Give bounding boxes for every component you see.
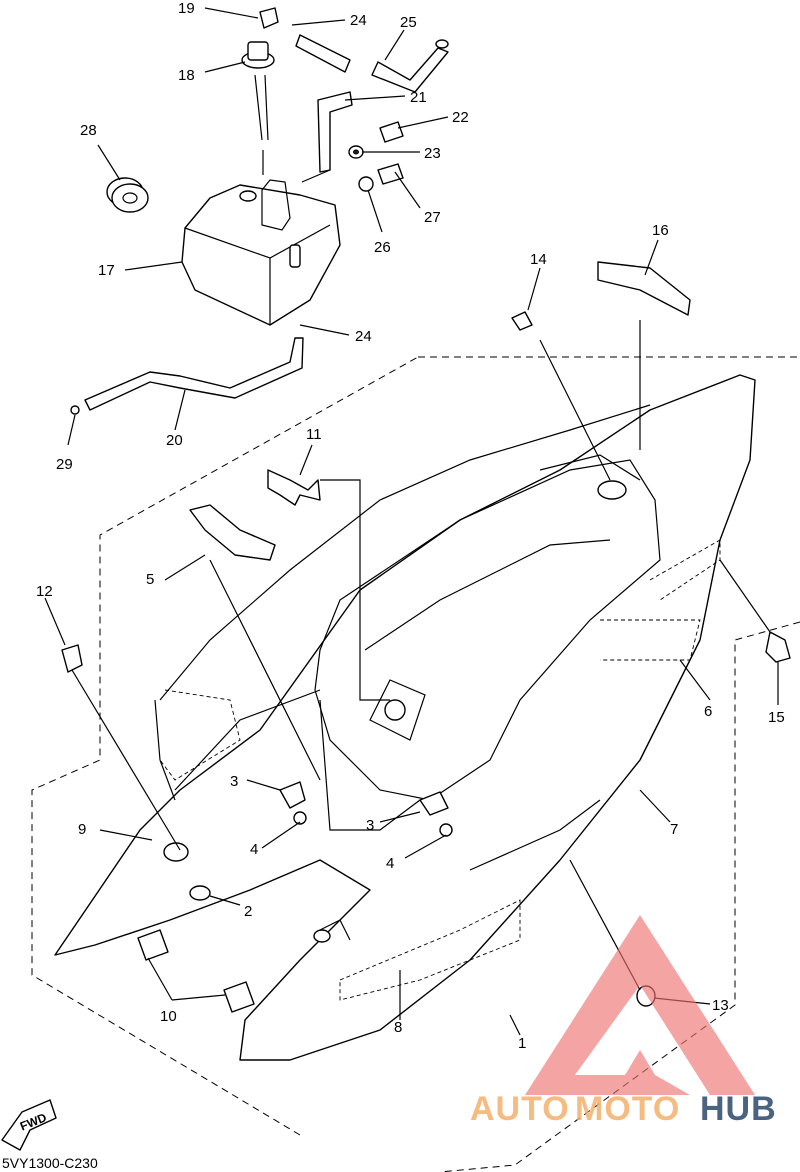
callout-label: 24: [350, 12, 367, 29]
callout-label: 20: [166, 432, 183, 449]
callout-label: 23: [424, 145, 441, 162]
watermark-word-1: AUTO: [470, 1090, 570, 1128]
watermark-word-3: HUB: [700, 1090, 777, 1128]
callout-label: 27: [424, 209, 441, 226]
drawing-code: 5VY1300-C230: [2, 1155, 98, 1171]
grommet: [106, 177, 149, 213]
bolts-top: [348, 121, 404, 192]
watermark: AUTO MOTO HUB: [470, 915, 777, 1128]
assembly-boundary: [31, 356, 800, 1172]
callout-label: 17: [98, 262, 115, 279]
callout-label: 21: [410, 89, 427, 106]
callout-label: 1: [518, 1035, 526, 1052]
callout-label: 12: [36, 583, 53, 600]
callout-label: 2: [244, 903, 252, 920]
callout-label: 10: [160, 1008, 177, 1025]
rear-cowling: [54, 374, 756, 1061]
callout-label: 13: [712, 997, 729, 1014]
callout-label: 8: [394, 1019, 402, 1036]
bracket: [317, 91, 353, 173]
callout-label: 15: [768, 709, 785, 726]
callout-label: 14: [530, 251, 547, 268]
callout-label: 11: [306, 426, 322, 443]
fwd-arrow: FWD: [1, 1099, 57, 1151]
callout-label: 18: [178, 67, 195, 84]
callout-label: 24: [355, 328, 372, 345]
callout-label: 5: [146, 571, 154, 588]
callout-label: 29: [56, 456, 73, 473]
watermark-logo-icon: [525, 915, 755, 1095]
drain-hose: [70, 337, 304, 415]
callout-label: 26: [374, 239, 391, 256]
callout-label: 3: [230, 773, 238, 790]
callout-label: 7: [670, 821, 678, 838]
callout-label: 19: [178, 0, 195, 17]
callout-labels: 19 24 25 18 21 22 28 23 27 26 17 24 16 1…: [36, 0, 785, 1052]
callout-label: 22: [452, 109, 469, 126]
callout-label: 16: [652, 222, 669, 239]
watermark-word-2: MOTO: [575, 1090, 680, 1128]
callout-label: 6: [704, 703, 712, 720]
callout-label: 4: [386, 855, 394, 872]
reservoir-tank: [181, 179, 341, 326]
callout-label: 9: [78, 821, 86, 838]
callout-label: 3: [366, 817, 374, 834]
filler-cap: [241, 41, 275, 141]
callout-label: 28: [80, 122, 97, 139]
breather-hose: [259, 7, 449, 93]
callout-label: 25: [400, 14, 417, 31]
callout-label: 4: [250, 841, 258, 858]
